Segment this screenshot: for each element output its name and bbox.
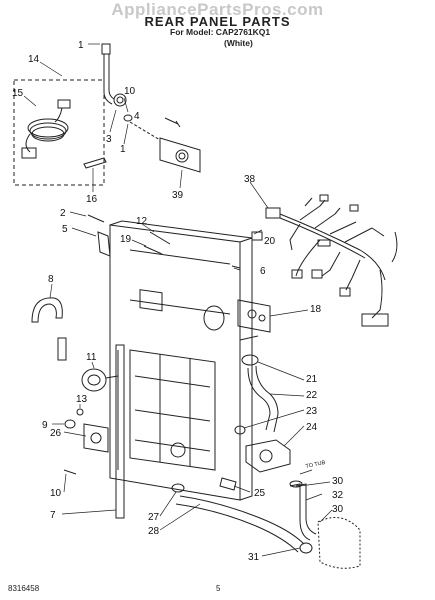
- model-subtitle: For Model: CAP2761KQ1: [170, 27, 271, 37]
- callout-26: 26: [50, 428, 62, 439]
- callout-2: 2: [60, 208, 66, 219]
- callout-30b: 30: [332, 504, 344, 515]
- part-23: [234, 425, 246, 435]
- callout-16: 16: [86, 194, 98, 205]
- callout-9: 9: [42, 420, 48, 431]
- callout-6: 6: [260, 266, 266, 277]
- callout-10b: 10: [50, 488, 62, 499]
- part-13: [76, 408, 84, 416]
- callout-10a: 10: [124, 86, 136, 97]
- callout-15: 15: [12, 88, 24, 99]
- diagram-title: REAR PANEL PARTS: [144, 14, 291, 29]
- screw-10b: [63, 469, 77, 475]
- callout-20: 20: [264, 236, 276, 247]
- screw-2: [87, 214, 105, 223]
- callout-24: 24: [306, 422, 318, 433]
- callout-7: 7: [50, 510, 56, 521]
- callout-13: 13: [76, 394, 88, 405]
- callout-12: 12: [136, 216, 148, 227]
- wiring-harness: [251, 194, 398, 327]
- pump-26: [83, 423, 109, 453]
- rear-panel: [109, 220, 259, 501]
- callout-18: 18: [310, 304, 322, 315]
- clip-5: [97, 231, 111, 257]
- callout-22: 22: [306, 390, 318, 401]
- washer-part: [123, 114, 133, 122]
- screw-6: [231, 265, 241, 269]
- fill-hose-assembly: [101, 43, 127, 107]
- pump-24: [245, 439, 291, 473]
- callout-8: 8: [48, 274, 54, 285]
- callout-4: 4: [134, 111, 140, 122]
- side-rail: [115, 344, 125, 519]
- callout-1a: 1: [78, 40, 84, 51]
- hose-8-sleeve: [57, 337, 67, 361]
- color-variant: (White): [224, 38, 253, 48]
- bracket-18: [237, 299, 271, 333]
- bracket-39: [129, 121, 201, 173]
- callout-19: 19: [120, 234, 132, 245]
- hose-8: [31, 297, 63, 323]
- power-cord: [21, 99, 71, 159]
- to-tub-note: TO TUB: [305, 460, 326, 470]
- callout-23: 23: [306, 406, 318, 417]
- callout-27: 27: [148, 512, 160, 523]
- callout-11: 11: [86, 352, 97, 363]
- part-9: [64, 419, 76, 429]
- clamp-27: [171, 483, 185, 493]
- callout-14: 14: [28, 54, 40, 65]
- watermark: AppliancePartsPros.com: [111, 0, 324, 19]
- screw-19: [143, 245, 163, 255]
- callout-21: 21: [306, 374, 318, 385]
- pin-part: [83, 157, 107, 169]
- clamp-21: [241, 354, 259, 366]
- callout-30a: 30: [332, 476, 344, 487]
- document-number: 8316458: [8, 584, 40, 593]
- callout-39: 39: [172, 190, 184, 201]
- callout-32: 32: [332, 490, 344, 501]
- callout-31: 31: [248, 552, 260, 563]
- clamp-31: [299, 542, 313, 554]
- motor-11: [81, 368, 119, 392]
- power-cord-box: [13, 79, 105, 186]
- callout-numbers: 1 14 15 3 10 4 1 16 39 38 2 12 5 19 20 6…: [12, 40, 344, 563]
- callout-5: 5: [62, 224, 68, 235]
- to-tub-arrow: [299, 469, 313, 475]
- callout-1b: 1: [120, 144, 126, 155]
- callout-3: 3: [106, 134, 112, 145]
- elbow-32: [289, 480, 317, 541]
- screw-part: [164, 117, 181, 128]
- callout-25: 25: [254, 488, 266, 499]
- leader-lines: [23, 43, 333, 557]
- drain-hose-28: [175, 495, 305, 553]
- screw-12: [149, 231, 171, 245]
- callout-28: 28: [148, 526, 160, 537]
- tub-fragment: [317, 517, 361, 569]
- callout-38: 38: [244, 174, 256, 185]
- part-25: [219, 477, 237, 491]
- page-number: 5: [216, 584, 221, 593]
